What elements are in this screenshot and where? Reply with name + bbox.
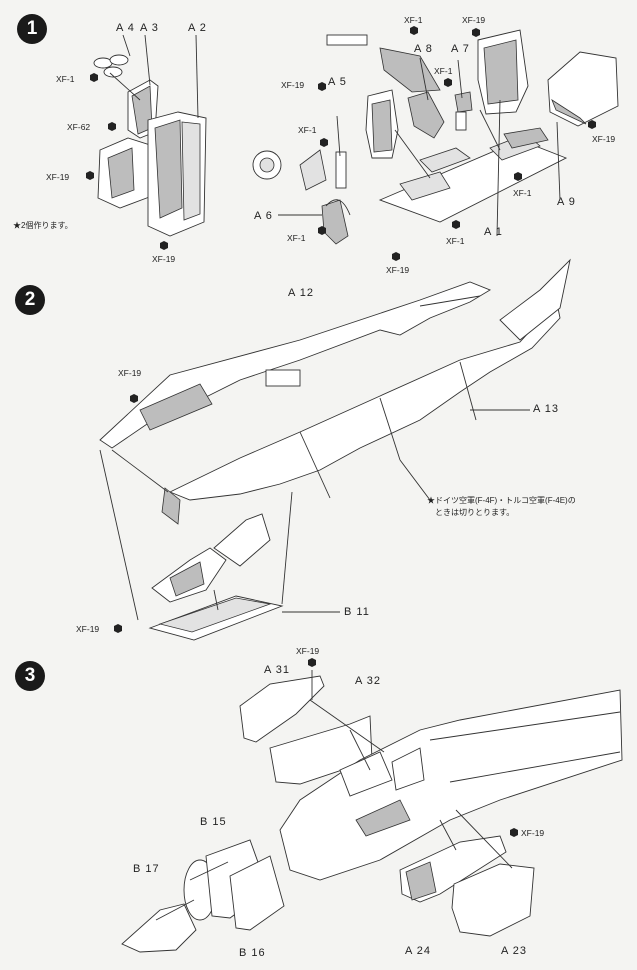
part-label-b16: B 16: [239, 947, 266, 959]
paint-label: XF-19: [296, 646, 320, 656]
part-label-a32: A 32: [355, 675, 382, 687]
paint-label: XF-1: [287, 233, 306, 243]
step-2-note: ★ドイツ空軍(F-4F)・トルコ空軍(F-4E)の ときは切りとります。: [427, 495, 576, 519]
paint-label: XF-1: [446, 236, 465, 246]
part-label-a3: A 3: [140, 22, 159, 34]
part-label-a6: A 6: [254, 210, 273, 222]
part-label-a9: A 9: [557, 196, 576, 208]
part-label-a7: A 7: [451, 43, 470, 55]
part-label-b11: B 11: [344, 606, 370, 618]
step-1-note: ★2個作ります。: [13, 221, 73, 230]
paint-label: XF-19: [592, 134, 616, 144]
paint-label: XF-19: [46, 172, 70, 182]
step-2-badge: 2: [15, 285, 45, 315]
part-label-a23: A 23: [501, 945, 528, 957]
paint-markers: [86, 26, 596, 837]
paint-label: XF-19: [118, 368, 142, 378]
nose-assembly: [121, 670, 623, 953]
paint-label: XF-1: [404, 15, 423, 25]
part-label-a1: A 1: [484, 226, 503, 238]
paint-label: XF-19: [521, 828, 545, 838]
paint-label: XF-1: [434, 66, 453, 76]
cockpit-tub-assembly: [252, 29, 619, 245]
part-label-b17: B 17: [133, 863, 160, 875]
step-2-note-line2: ときは切りとります。: [435, 508, 515, 517]
part-label-b15: B 15: [200, 816, 227, 828]
part-label-a31: A 31: [264, 664, 291, 676]
paint-label: XF-19: [386, 265, 410, 275]
seat-assembly-left: [93, 34, 207, 237]
paint-label: XF-1: [56, 74, 75, 84]
step-2-note-line1: ★ドイツ空軍(F-4F)・トルコ空軍(F-4E)の: [427, 496, 576, 505]
part-label-a24: A 24: [405, 945, 432, 957]
part-label-a2: A 2: [188, 22, 207, 34]
fuselage-assembly: [99, 258, 571, 641]
paint-label: XF-19: [462, 15, 486, 25]
step-1-badge: 1: [17, 14, 47, 44]
part-label-a13: A 13: [533, 403, 560, 415]
part-label-a12: A 12: [288, 287, 315, 299]
paint-label: XF-1: [513, 188, 532, 198]
part-label-a8: A 8: [414, 43, 433, 55]
part-label-a5: A 5: [328, 76, 347, 88]
paint-label: XF-19: [152, 254, 176, 264]
paint-label: XF-1: [298, 125, 317, 135]
paint-label: XF-62: [67, 122, 91, 132]
paint-label: XF-19: [281, 80, 305, 90]
paint-label: XF-19: [76, 624, 100, 634]
part-label-a4: A 4: [116, 22, 135, 34]
step-3-badge: 3: [15, 661, 45, 691]
